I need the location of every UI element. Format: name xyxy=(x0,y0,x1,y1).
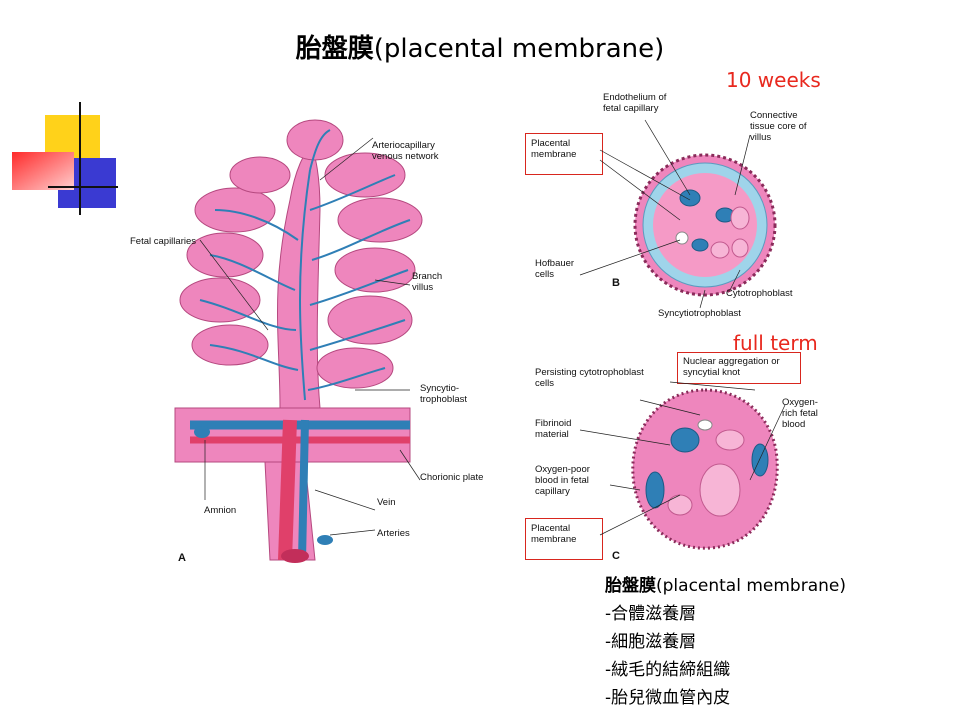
label-fetal-capillaries: Fetal capillaries xyxy=(130,236,196,247)
figure-b-leader-lines xyxy=(579,119,751,309)
label-syncytiotrophoblast-a: Syncytio- trophoblast xyxy=(420,383,468,405)
label-branch-villus: Branch villus xyxy=(412,271,443,293)
panel-c-letter: C xyxy=(612,550,620,562)
notes-heading: 胎盤膜(placental membrane) xyxy=(605,572,846,600)
panel-b-letter: B xyxy=(612,277,620,289)
term-tag: full term xyxy=(733,331,818,355)
notes-item: -合體滋養層 xyxy=(605,604,697,624)
notes-heading-rest: (placental membrane) xyxy=(656,576,846,596)
label-endothelium: Endothelium of fetal capillary xyxy=(603,92,667,114)
label-arteries: Arteries xyxy=(377,528,410,539)
label-oxygen-rich: Oxygen- rich fetal blood xyxy=(782,397,818,430)
label-arteriocapillary: Arteriocapillary venous network xyxy=(372,140,439,162)
notes-item: -細胞滋養層 xyxy=(605,632,697,652)
label-oxygen-poor: Oxygen-poor blood in fetal capillary xyxy=(535,464,590,497)
page-title: 胎盤膜(placental membrane) xyxy=(0,28,960,65)
notes-item: -絨毛的結締組織 xyxy=(605,660,731,680)
placental-membrane-box-c xyxy=(525,518,603,560)
label-chorionic-plate: Chorionic plate xyxy=(420,472,484,483)
label-syncytiotrophoblast-b: Syncytiotrophoblast xyxy=(658,308,741,319)
weeks-tag: 10 weeks xyxy=(726,68,821,92)
notes-heading-bold: 胎盤膜 xyxy=(605,576,656,596)
panel-a-letter: A xyxy=(178,552,186,564)
label-vein: Vein xyxy=(377,497,396,508)
label-connective: Connective tissue core of villus xyxy=(750,110,807,143)
villus-tree-illustration xyxy=(130,90,500,580)
placental-membrane-box-b xyxy=(525,133,603,175)
label-placental-membrane-c: Placental membrane xyxy=(531,523,577,545)
villus-cross-section-full-term xyxy=(631,388,779,550)
label-hofbauer: Hofbauer cells xyxy=(535,258,575,280)
villus-cross-section-10-weeks xyxy=(633,153,777,297)
label-persisting: Persisting cytotrophoblast cells xyxy=(535,367,644,389)
figure-c-leader-lines xyxy=(579,381,786,536)
nuclear-aggregation-box xyxy=(677,352,801,384)
notes-list: 胎盤膜(placental membrane) -合體滋養層 -細胞滋養層 -絨… xyxy=(605,572,846,712)
notes-item: -胎兒微血管內皮 xyxy=(605,688,731,708)
label-fibrinoid: Fibrinoid material xyxy=(535,418,572,440)
label-nuclear-aggregation: Nuclear aggregation or syncytial knot xyxy=(683,356,780,378)
title-bold: 胎盤膜 xyxy=(295,34,374,64)
label-amnion: Amnion xyxy=(204,505,237,516)
title-rest: (placental membrane) xyxy=(373,34,665,64)
label-placental-membrane-b: Placental membrane xyxy=(531,138,577,160)
decorative-squares xyxy=(12,102,118,215)
label-cytotrophoblast: Cytotrophoblast xyxy=(726,288,793,299)
